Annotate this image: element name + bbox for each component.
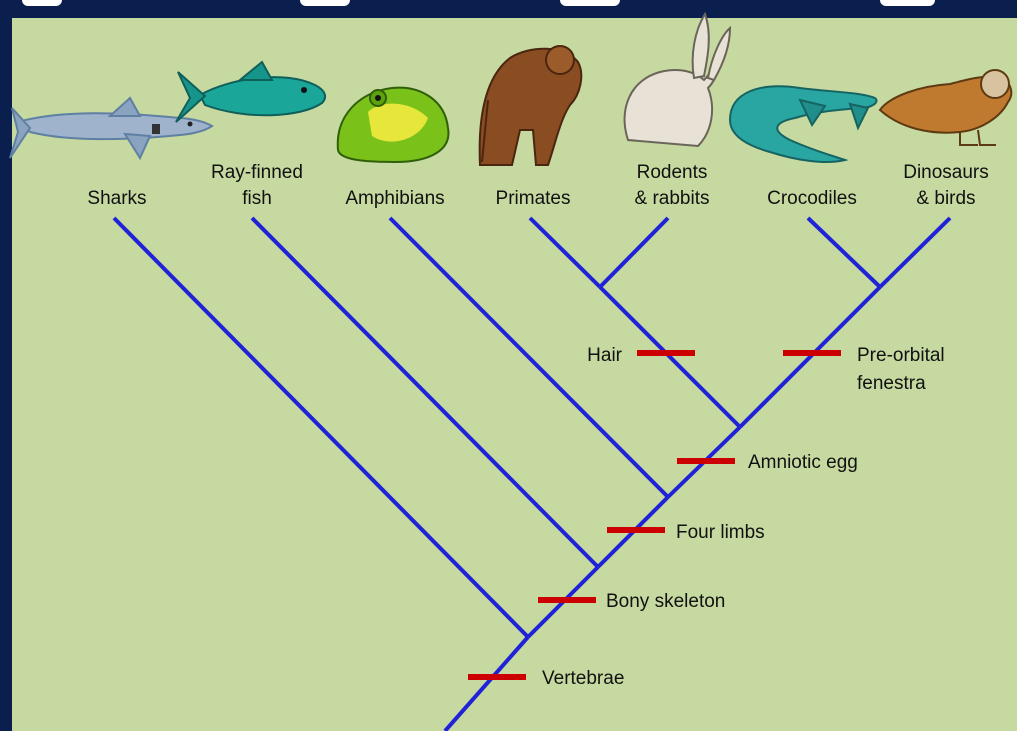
- branch-dinosaurs-birds: [880, 218, 950, 287]
- trait-label-pre-orbital-line2: fenestra: [857, 373, 926, 394]
- taxon-label-dinosaurs-line2: & birds: [916, 188, 975, 209]
- taxon-label-ray-finned-line2: fish: [242, 188, 272, 209]
- trait-label-four-limbs: Four limbs: [676, 522, 765, 543]
- branch-crocodiles: [808, 218, 880, 287]
- fish-icon: [176, 62, 325, 122]
- trait-label-amniotic-egg: Amniotic egg: [748, 452, 858, 473]
- taxon-label-ray-finned-line1: Ray-finned: [211, 162, 303, 183]
- shark-icon: [10, 98, 212, 158]
- taxon-labels: Sharks Ray-finned fish Amphibians Primat…: [87, 162, 988, 209]
- trait-label-bony-skeleton: Bony skeleton: [606, 591, 725, 612]
- taxon-label-dinosaurs-line1: Dinosaurs: [903, 162, 989, 183]
- trait-markers: [468, 353, 841, 677]
- taxon-label-sharks-line2: Sharks: [87, 188, 146, 209]
- trait-labels: Vertebrae Bony skeleton Four limbs Amnio…: [542, 345, 945, 689]
- branch-ray-finned-fish: [252, 218, 598, 567]
- trait-label-hair: Hair: [587, 345, 623, 366]
- taxon-label-crocodiles-line2: Crocodiles: [767, 188, 857, 209]
- root-trunk: [445, 637, 528, 731]
- crocodile-icon: [730, 86, 877, 162]
- taxon-label-primates-line2: Primates: [496, 188, 571, 209]
- branch-primates: [530, 218, 600, 287]
- tree-branches: [114, 218, 950, 731]
- branch-rodents-rabbits: [600, 218, 668, 287]
- trait-label-pre-orbital-line1: Pre-orbital: [857, 345, 945, 366]
- trait-label-vertebrae: Vertebrae: [542, 668, 624, 689]
- taxon-label-rodents-line2: & rabbits: [635, 188, 710, 209]
- taxon-label-rodents-line1: Rodents: [637, 162, 708, 183]
- primate-icon: [480, 46, 582, 165]
- bird-icon: [880, 70, 1011, 145]
- taxon-label-amphibians-line2: Amphibians: [345, 188, 444, 209]
- frog-icon: [338, 88, 449, 162]
- rabbit-icon: [625, 14, 730, 146]
- branch-sharks: [114, 218, 528, 637]
